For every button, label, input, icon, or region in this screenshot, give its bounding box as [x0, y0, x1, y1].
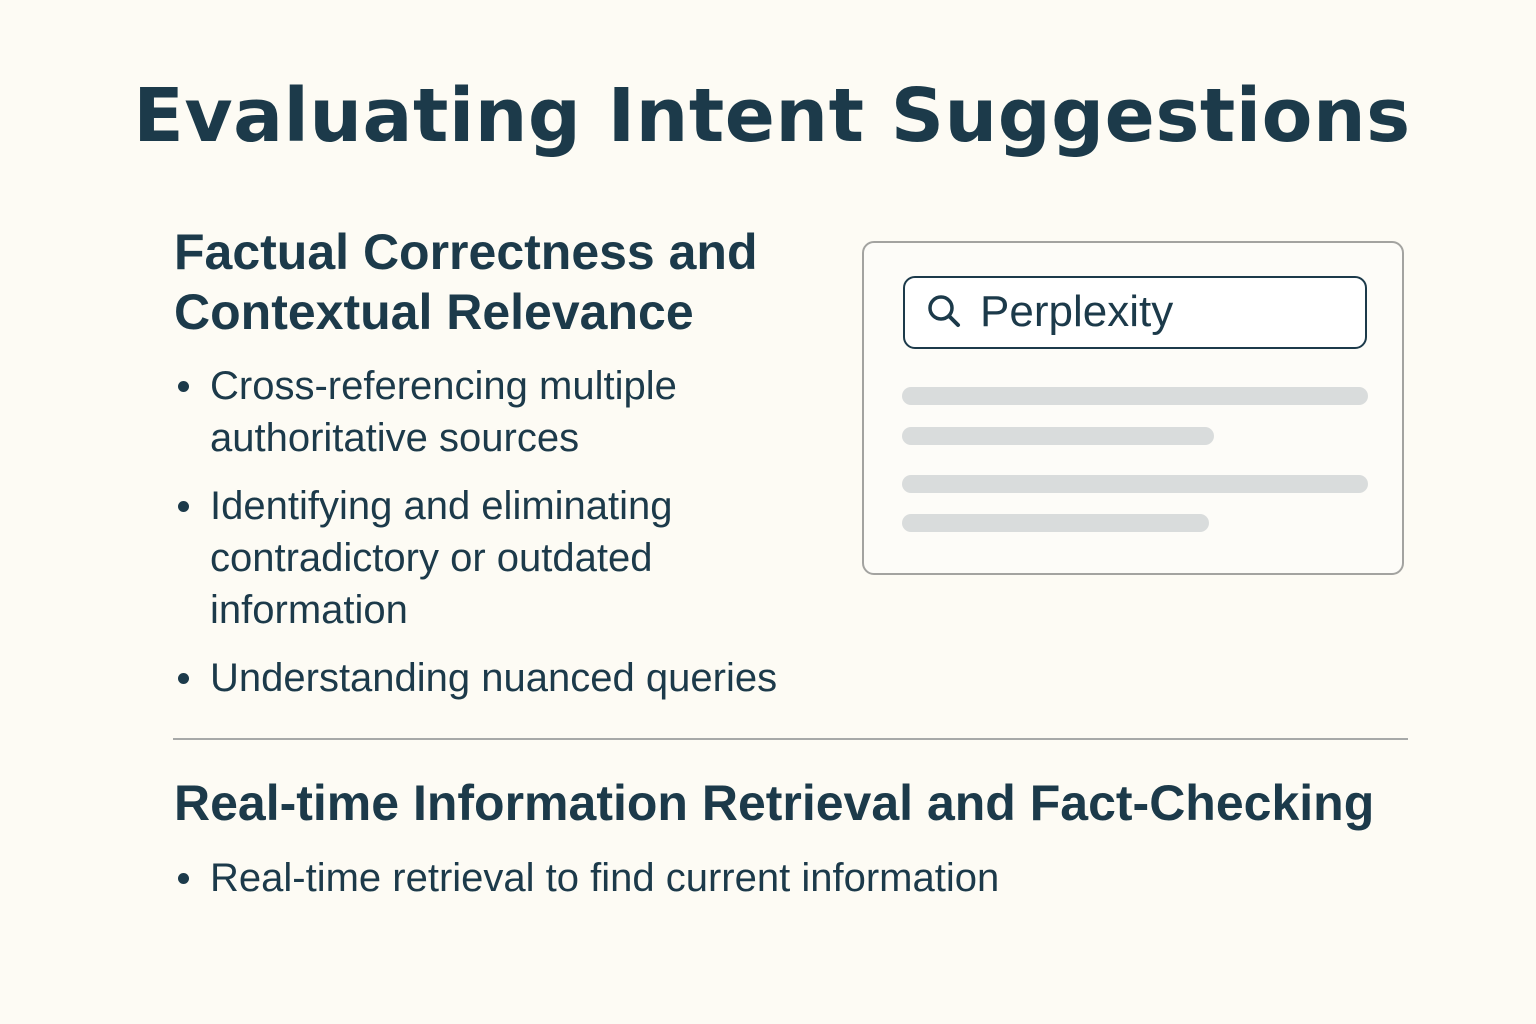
bullet-icon	[178, 381, 189, 392]
section-heading-factual-correctness: Factual Correctness and Contextual Relev…	[174, 224, 758, 340]
result-placeholder-line	[902, 514, 1209, 532]
list-item-text: Identifying and eliminating contradictor…	[210, 484, 673, 632]
result-placeholder-line	[902, 427, 1214, 445]
search-preview-card: Perplexity	[862, 241, 1404, 575]
list-item: Real-time retrieval to find current info…	[174, 852, 1374, 904]
search-query-text: Perplexity	[980, 287, 1174, 336]
bullet-icon	[178, 673, 189, 684]
bullet-icon	[178, 873, 189, 884]
section-divider	[173, 738, 1408, 740]
result-placeholder-line	[902, 475, 1368, 493]
result-placeholder-line	[902, 387, 1368, 405]
search-input[interactable]: Perplexity	[903, 276, 1367, 349]
list-item-text: Real-time retrieval to find current info…	[210, 856, 1000, 900]
bullet-icon	[178, 501, 189, 512]
page-title: Evaluating Intent Suggestions	[133, 73, 1411, 159]
section-heading-real-time-retrieval: Real-time Information Retrieval and Fact…	[174, 775, 1375, 831]
list-item: Understanding nuanced queries	[174, 652, 854, 704]
search-icon	[928, 295, 960, 327]
real-time-retrieval-bullet-list: Real-time retrieval to find current info…	[174, 852, 1374, 920]
factual-correctness-bullet-list: Cross-referencing multiple authoritative…	[174, 360, 854, 720]
list-item: Identifying and eliminating contradictor…	[174, 480, 854, 636]
list-item-text: Cross-referencing multiple authoritative…	[210, 364, 677, 460]
list-item: Cross-referencing multiple authoritative…	[174, 360, 854, 464]
list-item-text: Understanding nuanced queries	[210, 656, 778, 700]
